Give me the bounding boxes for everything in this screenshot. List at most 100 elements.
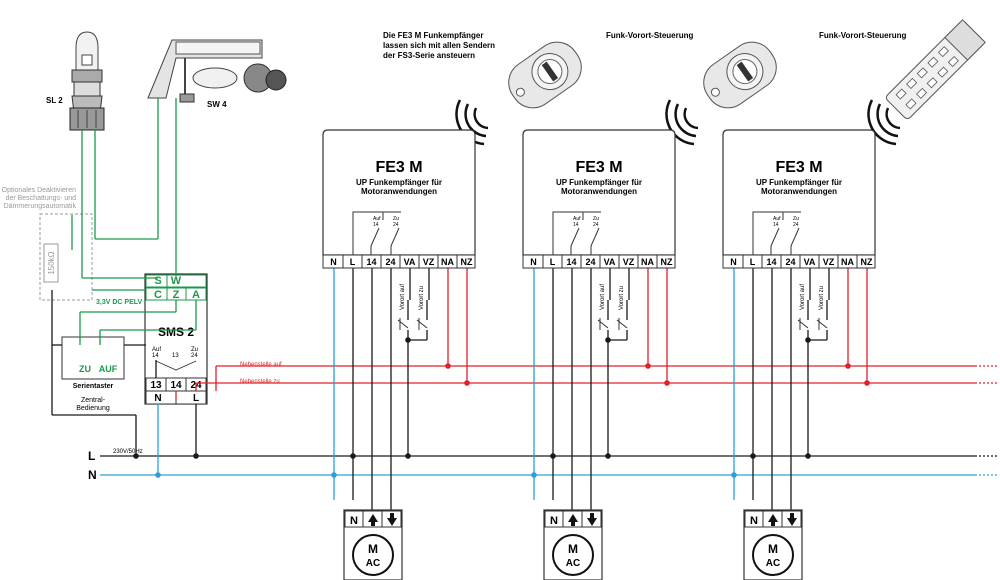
relay-auf-num: 14 xyxy=(573,222,579,228)
junction-dot xyxy=(155,472,161,478)
relay-contact xyxy=(390,227,400,255)
arrow-up-icon xyxy=(368,514,378,526)
vorort-switch-auf xyxy=(597,318,609,330)
receiver-terminal-vz: VZ xyxy=(623,257,635,267)
relay-line xyxy=(752,211,784,255)
relay-contact xyxy=(570,227,580,255)
wiring xyxy=(51,98,998,510)
arrow-up-icon xyxy=(768,514,778,526)
relay-zu-num: 24 xyxy=(393,222,399,228)
receiver-terminal-na: NA xyxy=(441,257,454,267)
vorort-auf-label: Vorort auf xyxy=(400,284,406,310)
junction-dot xyxy=(464,380,470,386)
optional-switch-box xyxy=(39,213,93,301)
pelv-label: 3,3V DC PELV xyxy=(96,299,142,306)
vorort-switch-auf xyxy=(397,318,409,330)
receiver-terminal-va: VA xyxy=(404,257,416,267)
motor-terminal-n: N xyxy=(550,515,558,527)
receiver-terminal-va: VA xyxy=(804,257,816,267)
motor-ac: AC xyxy=(766,558,780,569)
sms2-terminal-w: W xyxy=(171,275,182,287)
receiver-desc2: Motoranwendungen xyxy=(361,187,437,196)
sms2-zu-num: 24 xyxy=(191,353,198,359)
bus-label-auf: Nebenstelle auf xyxy=(240,362,282,368)
supply-label: 230V/50Hz xyxy=(113,449,143,455)
motor-terminal-n: N xyxy=(350,515,358,527)
receiver-terminal-24: 24 xyxy=(585,257,595,267)
arrow-down-icon xyxy=(387,513,397,526)
receiver-terminal-na: NA xyxy=(841,257,854,267)
receiver-terminal-vz: VZ xyxy=(823,257,835,267)
junction-dot xyxy=(750,453,756,459)
relay-contact xyxy=(590,227,600,255)
relay-auf: Auf xyxy=(773,216,781,222)
receiver-terminal-24: 24 xyxy=(785,257,795,267)
motor-ac: AC xyxy=(366,558,380,569)
junction-dot xyxy=(645,363,651,369)
relay-zu: Zu xyxy=(393,216,399,222)
arrow-down-icon xyxy=(587,513,597,526)
sw4-label: SW 4 xyxy=(207,100,227,109)
receiver-terminal-na: NA xyxy=(641,257,654,267)
sms2-terminal-13: 13 xyxy=(150,380,162,391)
relay-contact xyxy=(770,227,780,255)
junction-dot xyxy=(864,380,870,386)
remote-label-1: Funk-Vorort-Steuerung xyxy=(606,31,694,40)
sl2-light-sensor-icon xyxy=(69,31,105,131)
receiver-terminal-14: 14 xyxy=(366,257,376,267)
remote-label-2: Funk-Vorort-Steuerung xyxy=(819,31,907,40)
relay-zu-num: 24 xyxy=(793,222,799,228)
sms2-terminal-z: Z xyxy=(173,289,180,301)
bus-label-zu: Nebenstelle zu xyxy=(240,379,280,385)
svg-text:der Beschattungs- und: der Beschattungs- und xyxy=(6,195,77,202)
motor-m: M xyxy=(368,542,378,556)
motor-icon xyxy=(752,534,794,576)
terminal-strip xyxy=(522,254,676,269)
motor-m: M xyxy=(768,542,778,556)
vorort-auf-label: Vorort auf xyxy=(800,284,806,310)
motor-icon xyxy=(552,534,594,576)
receiver-terminal-nz: NZ xyxy=(861,257,873,267)
resistor xyxy=(43,243,59,283)
radio-signal-icon xyxy=(665,99,699,146)
relay-contact xyxy=(790,227,800,255)
junction-dot xyxy=(550,453,556,459)
receiver-desc1: UP Funkempfänger für xyxy=(756,178,842,187)
info-text-line2: lassen sich mit allen Sendern xyxy=(383,41,495,50)
junction-dot xyxy=(605,453,611,459)
junction-dot xyxy=(805,453,811,459)
receiver-terminal-14: 14 xyxy=(566,257,576,267)
motor-terminal-n: N xyxy=(750,515,758,527)
radio-signal-icon xyxy=(455,99,489,146)
sms2-terminal-a: A xyxy=(192,289,200,301)
junction-dot xyxy=(405,453,411,459)
receiver-terminal-24: 24 xyxy=(385,257,395,267)
sms2-auf-num: 14 xyxy=(152,353,159,359)
receiver-desc2: Motoranwendungen xyxy=(561,187,637,196)
info-text-line1: Die FE3 M Funkempfänger xyxy=(383,31,483,40)
receiver-terminal-n: N xyxy=(330,257,337,267)
sms2-terminal-n: N xyxy=(154,393,161,404)
relay-line xyxy=(552,211,584,255)
relay-auf: Auf xyxy=(573,216,581,222)
relay-line xyxy=(352,211,384,255)
relay-auf: Auf xyxy=(373,216,381,222)
svg-text:Dämmerungsautomatik: Dämmerungsautomatik xyxy=(4,203,77,210)
receiver-name: FE3 M xyxy=(775,159,822,176)
receiver-terminal-n: N xyxy=(530,257,537,267)
svg-text:Optionales Deaktivieren: Optionales Deaktivieren xyxy=(2,187,76,194)
bus-n-label: N xyxy=(88,468,97,482)
vorort-switch-zu xyxy=(616,318,628,330)
hand-transmitter-icon xyxy=(508,41,582,109)
sms2-zu-label: Zu xyxy=(191,347,198,353)
sms2-terminal-l: L xyxy=(193,393,199,404)
serientaster xyxy=(61,336,125,380)
arrow-up-icon xyxy=(568,514,578,526)
sms2-name: SMS 2 xyxy=(158,325,194,339)
vorort-switch-zu xyxy=(416,318,428,330)
junction-dot xyxy=(531,472,537,478)
resistor-label: 150kΩ xyxy=(47,251,56,274)
motor-ac: AC xyxy=(566,558,580,569)
terminal-strip xyxy=(322,254,476,269)
receiver-desc1: UP Funkempfänger für xyxy=(556,178,642,187)
